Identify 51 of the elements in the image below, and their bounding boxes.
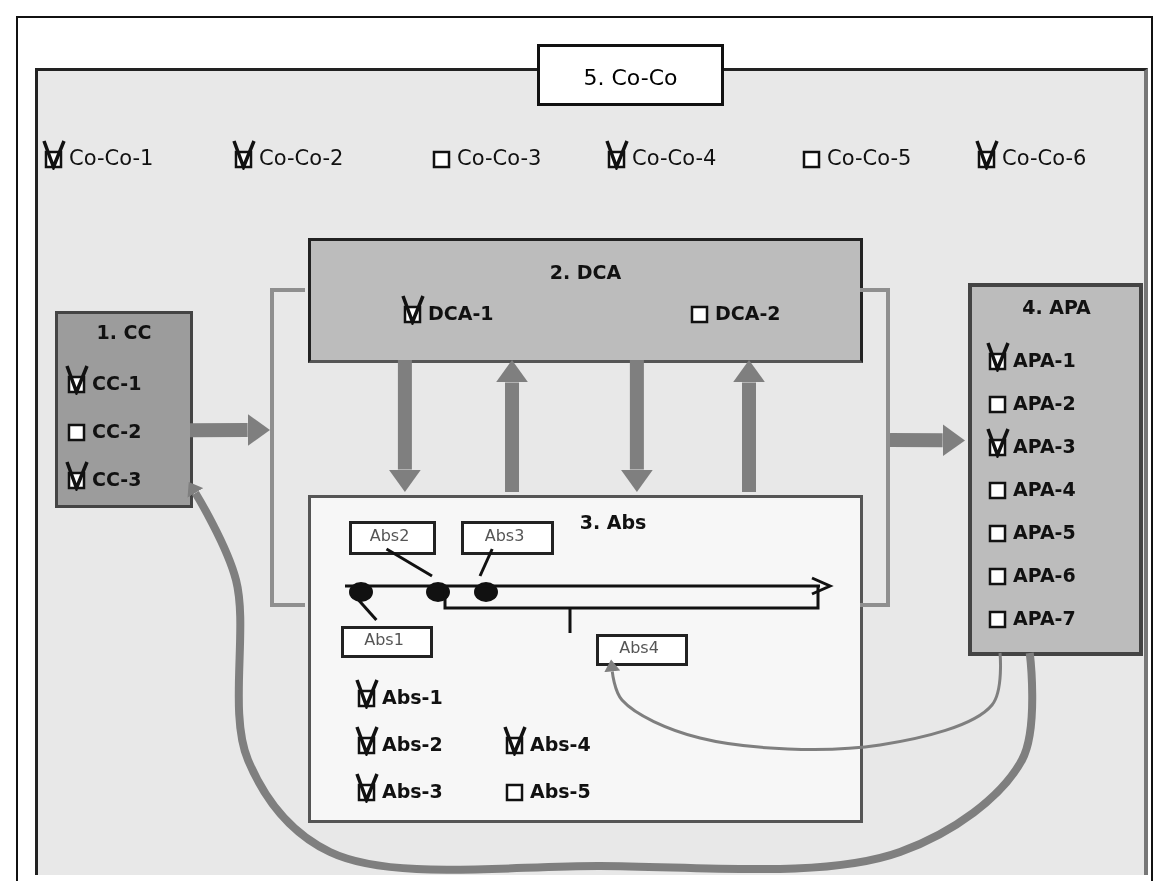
node-title: 3. Abs [578, 511, 648, 533]
block-arrow [189, 413, 270, 447]
checkbox-label: APA-1 [1013, 348, 1076, 372]
box-label: Abs2 [368, 526, 411, 545]
checkbox-label: Co-Co-2 [259, 146, 344, 170]
box-label: Abs3 [483, 526, 526, 545]
checkbox-label: APA-7 [1013, 606, 1076, 630]
checkbox-label: Abs-2 [382, 732, 443, 756]
checkbox-label: APA-6 [1013, 563, 1076, 587]
label-box [596, 634, 688, 666]
checkbox-label: Abs-4 [530, 732, 591, 756]
box-label: Abs1 [363, 630, 405, 649]
block-arrow [889, 424, 965, 457]
leader-line [385, 547, 433, 578]
process-box [968, 283, 1143, 656]
process-box [308, 495, 863, 823]
leader-line [478, 548, 494, 577]
checkbox-label: Co-Co-3 [457, 146, 542, 170]
curved-arrow [187, 482, 1037, 874]
label-box [349, 521, 436, 555]
process-box [308, 238, 863, 363]
curved-arrow [604, 652, 1002, 751]
box-label: Abs4 [618, 638, 660, 657]
process-box [55, 311, 193, 508]
checkbox-label: Co-Co-6 [1002, 146, 1087, 170]
node-title: 1. CC [95, 321, 153, 343]
block-arrow [620, 360, 653, 492]
checkbox-label: Abs-1 [382, 685, 443, 709]
block-arrow [388, 360, 421, 492]
checkbox-label: Abs-3 [382, 779, 443, 803]
timeline-dot [474, 582, 498, 602]
checkbox-label: CC-3 [92, 467, 142, 491]
node-title: 4. APA [1021, 296, 1092, 318]
block-arrow [732, 360, 766, 492]
checkbox-label: CC-2 [92, 419, 142, 443]
checkbox-label: DCA-1 [428, 301, 494, 325]
checkbox-label: Abs-5 [530, 779, 591, 803]
checkbox-label: APA-3 [1013, 434, 1076, 458]
label-box [461, 521, 554, 555]
checkbox-label: DCA-2 [715, 301, 781, 325]
section-title: 5. Co-Co [537, 44, 724, 106]
node-title: 2. DCA [548, 261, 623, 283]
checkbox-label: APA-2 [1013, 391, 1076, 415]
checkbox-label: Co-Co-5 [827, 146, 912, 170]
label-box [341, 626, 433, 658]
checkbox-label: CC-1 [92, 371, 142, 395]
checkbox-label: APA-4 [1013, 477, 1076, 501]
block-arrow [495, 360, 529, 492]
checkbox-label: Co-Co-1 [69, 146, 154, 170]
checkbox-label: APA-5 [1013, 520, 1076, 544]
checkbox-label: Co-Co-4 [632, 146, 717, 170]
